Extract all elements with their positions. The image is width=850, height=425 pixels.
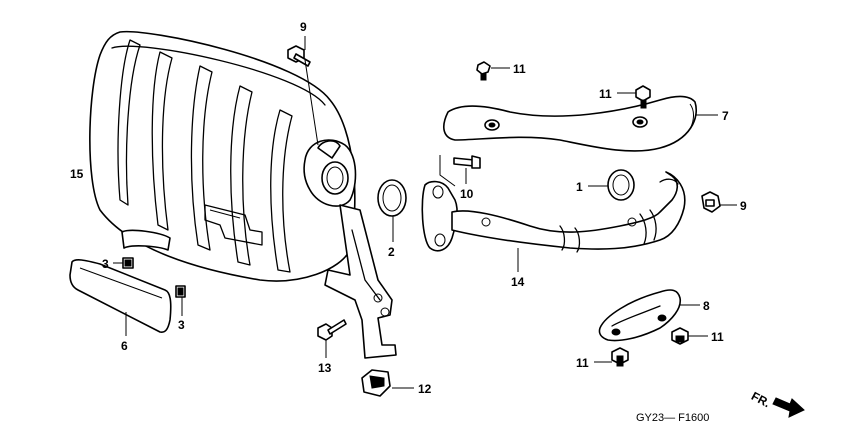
callout-9-upper: 9 [300, 20, 307, 34]
callout-10: 10 [460, 187, 474, 201]
gasket-2 [377, 179, 407, 242]
bolt-11-bottom [594, 347, 629, 367]
bolt-9-right [701, 191, 737, 213]
callout-3-upper: 3 [102, 257, 109, 271]
front-direction-indicator: FR. [749, 389, 805, 418]
diagram-code: GY23— F1600 [636, 412, 709, 424]
exhaust-pipe-14 [421, 171, 686, 272]
direction-label: FR. [749, 389, 773, 410]
gasket-1 [588, 169, 635, 201]
pipe-protector-8 [598, 289, 700, 342]
muffler [89, 30, 397, 359]
callout-11-bottom: 11 [576, 356, 589, 370]
callout-1: 1 [576, 180, 583, 194]
callout-7: 7 [722, 109, 729, 123]
bolt-11-protector [617, 85, 651, 109]
callout-8: 8 [703, 299, 710, 313]
callout-11-top: 11 [513, 62, 526, 76]
callout-12: 12 [418, 382, 432, 396]
bolt-9-upper [287, 36, 319, 146]
callout-14: 14 [511, 275, 525, 289]
rubber-cushion-3b [175, 285, 186, 316]
bolt-11-top [476, 61, 510, 81]
heat-protector-plate [69, 259, 172, 336]
bolt-11-lower-right [671, 327, 708, 345]
callout-6: 6 [121, 339, 128, 353]
callout-13: 13 [318, 361, 332, 375]
bolt-13 [317, 319, 347, 358]
callout-3-lower: 3 [178, 318, 185, 332]
callout-11-lower-right: 11 [711, 330, 724, 344]
callout-15: 15 [70, 167, 84, 181]
pipe-protector-7 [443, 95, 718, 152]
callout-2: 2 [388, 245, 395, 259]
callout-9-right: 9 [740, 199, 747, 213]
nut-clip-12 [361, 369, 414, 397]
rubber-cushion-3a [113, 257, 134, 269]
callout-11-protector: 11 [599, 87, 612, 101]
stud-bolt-10 [439, 155, 481, 187]
